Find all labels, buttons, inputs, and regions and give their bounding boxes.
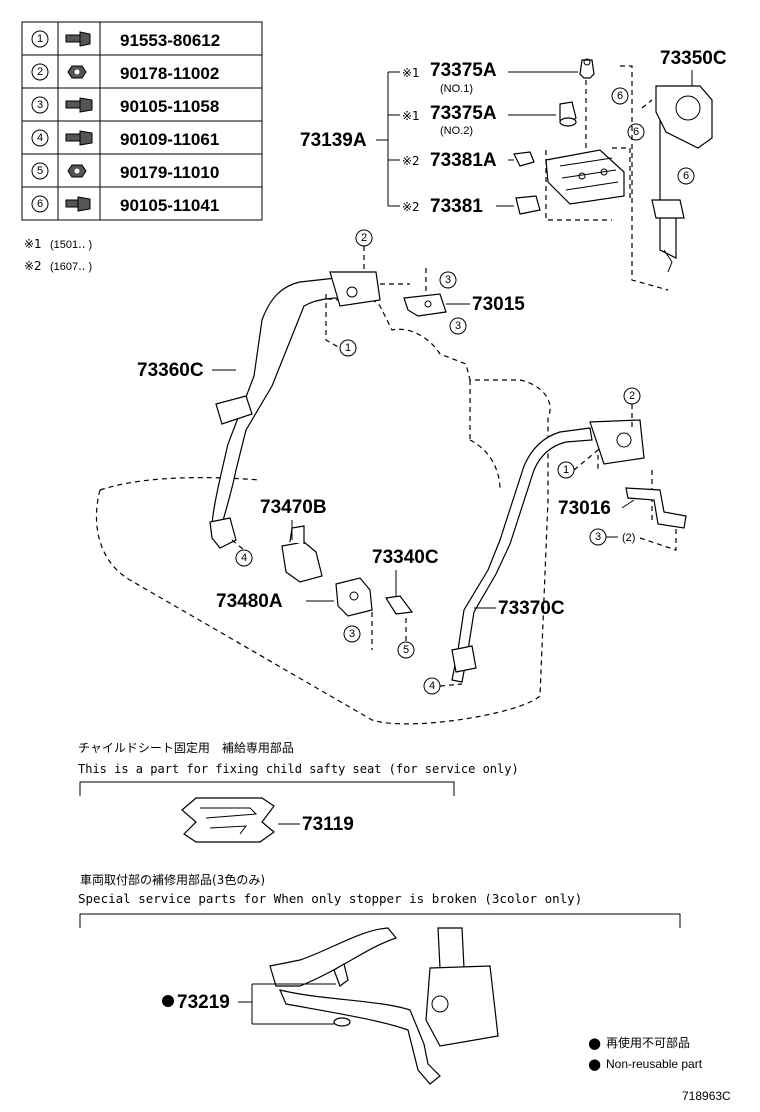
table-ref: 6 — [37, 198, 43, 210]
part-number: 90109-11061 — [120, 130, 219, 149]
callout-73015: 73015 — [472, 294, 525, 315]
buckle-73480a — [335, 577, 373, 617]
non-reusable-dot — [162, 995, 174, 1007]
bracket-73139a — [545, 149, 625, 205]
table-ref: 4 — [37, 132, 43, 144]
ref-circle-4: 4 — [429, 680, 435, 692]
clip-73375a-no2 — [559, 101, 577, 127]
ref-circle-2: 2 — [629, 390, 635, 402]
part-73340c — [385, 595, 414, 615]
callout-73219: 73219 — [177, 992, 230, 1013]
stopper-title-jp: 車両取付部の補修用部品(3色のみ) — [80, 872, 265, 887]
part-number: 91553-80612 — [120, 31, 220, 50]
callout-sub-no1: (NO.1) — [440, 83, 473, 95]
footnote-ref-mark: ※1 — [402, 66, 420, 80]
legend: ● 再使用不可部品 ● Non-reusable part — [588, 1034, 703, 1073]
bolt-icon — [65, 97, 93, 113]
ref-circle-1: 1 — [563, 464, 569, 476]
ref-circle-6: 6 — [683, 170, 689, 182]
callout-73340c: 73340C — [372, 547, 439, 568]
callout-73370c: 73370C — [498, 598, 565, 619]
callout-73375a-no2: 73375A — [430, 103, 497, 124]
ref-circle-2: 2 — [361, 232, 367, 244]
callout-73119: 73119 — [302, 814, 354, 835]
bolt-icon — [65, 31, 91, 47]
ref-circle-3: 3 — [445, 274, 451, 286]
callout-73350c: 73350C — [660, 48, 727, 90]
legend-symbol: ● — [588, 1034, 601, 1052]
footnote-ref-mark: ※2 — [402, 154, 420, 168]
retractor-73350c — [651, 85, 713, 273]
child-seat-title-jp: チャイルドシート固定用 補給専用部品 — [78, 740, 294, 755]
legend-symbol: ● — [588, 1055, 601, 1073]
callout-73016: 73016 — [558, 498, 611, 519]
belt-73360c — [209, 271, 381, 549]
ref-circle-3: 3 — [595, 531, 601, 543]
footnote-mark: ※2 — [24, 259, 42, 273]
table-ref: 5 — [37, 165, 43, 177]
table-ref: 3 — [37, 99, 43, 111]
ref-circle-1: 1 — [345, 342, 351, 354]
table-ref-circle — [31, 30, 49, 48]
part-number: 90179-11010 — [120, 163, 219, 182]
ref-circle-5: 5 — [403, 644, 409, 656]
callout-sub-no2: (NO.2) — [440, 125, 473, 137]
footnote-ref-mark: ※1 — [402, 109, 420, 123]
footnote-text: (1501‥ ) — [50, 239, 92, 251]
legend-en: Non-reusable part — [606, 1057, 703, 1071]
callout-label-73350c: 73350C — [660, 48, 727, 69]
nut-icon — [67, 65, 87, 79]
illustration-id: 718963C — [682, 1089, 731, 1103]
bolt-icon — [65, 196, 91, 212]
footnote-text: (1607‥ ) — [50, 261, 92, 273]
callout-73381: 73381 — [430, 196, 483, 217]
ref-circle-4: 4 — [241, 552, 247, 564]
clip-73381a — [513, 151, 535, 167]
ref-circle-3: 3 — [349, 628, 355, 640]
part-number: 90105-11041 — [120, 196, 219, 215]
callout-73360c: 73360C — [137, 360, 204, 381]
bracket-73016 — [625, 487, 687, 529]
stopper-title-en: Special service parts for When only stop… — [78, 891, 582, 906]
clip-73381 — [515, 195, 541, 215]
ref-circle-3: 3 — [455, 320, 461, 332]
child-seat-title-en: This is a part for fixing child safty se… — [78, 762, 519, 776]
plate-73119 — [181, 797, 275, 843]
callout-73470b: 73470B — [260, 497, 327, 518]
qty-label: (2) — [622, 532, 635, 544]
seat-outline — [95, 295, 551, 725]
nut-icon — [67, 164, 87, 178]
bolt-icon — [65, 130, 93, 146]
footnote-ref-mark: ※2 — [402, 200, 420, 214]
table-ref: 2 — [37, 66, 43, 78]
belt-73370c — [451, 419, 645, 683]
part-number: 90178-11002 — [120, 64, 219, 83]
callout-73480a: 73480A — [216, 591, 283, 612]
clip-73375a-no1 — [579, 58, 595, 79]
callout-73375a-no1: 73375A — [430, 60, 497, 81]
part-number: 90105-11058 — [120, 97, 219, 116]
callout-73381a: 73381A — [430, 150, 497, 171]
legend-jp: 再使用不可部品 — [606, 1035, 690, 1050]
parts-table: 1 91553-80612 2 90178-11002 3 90105-1105… — [21, 21, 263, 221]
ref-circle-6: 6 — [633, 126, 639, 138]
ref-circle-6: 6 — [617, 90, 623, 102]
table-ref: 1 — [37, 33, 43, 45]
bracket-73015 — [403, 293, 447, 317]
callout-73139a: 73139A — [300, 130, 367, 151]
callout-group-73139a: 73139A ※1 73375A (NO.1) ※1 73375A (NO.2)… — [300, 60, 578, 217]
buckle-73470b — [281, 525, 323, 583]
footnote-mark: ※1 — [24, 237, 42, 251]
stopper-assembly — [269, 927, 499, 1085]
